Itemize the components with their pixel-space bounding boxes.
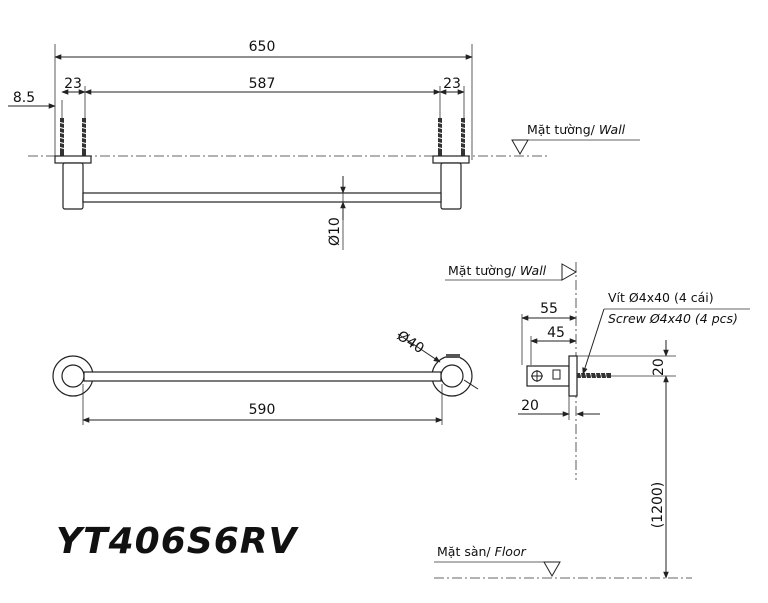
towel-bar-top [82, 192, 442, 203]
dim-right-label: 23 [443, 76, 461, 92]
wall-label-side: Mặt tường/Wall [448, 263, 547, 278]
left-screws [57, 118, 89, 156]
right-bracket [432, 155, 470, 210]
dim-floor-label: (1200) [650, 482, 666, 529]
top-view: 650 8.5 23 587 23 [8, 39, 640, 250]
wall-screw [577, 370, 611, 381]
dim-total-label: 650 [249, 39, 276, 55]
dim-span-label: 590 [249, 402, 276, 418]
dim-offset-label: 8.5 [13, 90, 35, 106]
towel-bar-front [83, 371, 442, 382]
screw-label-en: Screw Ø4x40 (4 pcs) [608, 311, 738, 326]
dim-base-label: 20 [521, 398, 539, 414]
dim-depth-label: 55 [540, 301, 558, 317]
dim-left-label: 23 [64, 76, 82, 92]
floor-label: Mặt sàn/Floor [437, 544, 527, 559]
wall-symbol-icon [511, 139, 529, 156]
dim-center-label: 587 [249, 76, 276, 92]
screw-label-vi: Vít Ø4x40 (4 cái) [608, 290, 714, 305]
dim-inner-label: 45 [547, 325, 565, 341]
floor-symbol-icon [543, 561, 561, 578]
model-number: YT406S6RV [56, 521, 299, 562]
wall-symbol-side-icon [561, 263, 578, 281]
right-screws [435, 118, 468, 156]
dim-height-label: 20 [651, 358, 667, 376]
left-bracket [54, 155, 92, 210]
wall-label-top: Mặt tường/Wall [527, 122, 626, 137]
front-view: 590 Ø40 [52, 328, 479, 425]
dim-diameter-bar: Ø10 [327, 217, 343, 246]
dim-diameter-flange: Ø40 [394, 328, 427, 357]
side-view: Mặt tường/Wall 55 45 Vít Ø4x40 (4 cái) S… [434, 262, 750, 579]
